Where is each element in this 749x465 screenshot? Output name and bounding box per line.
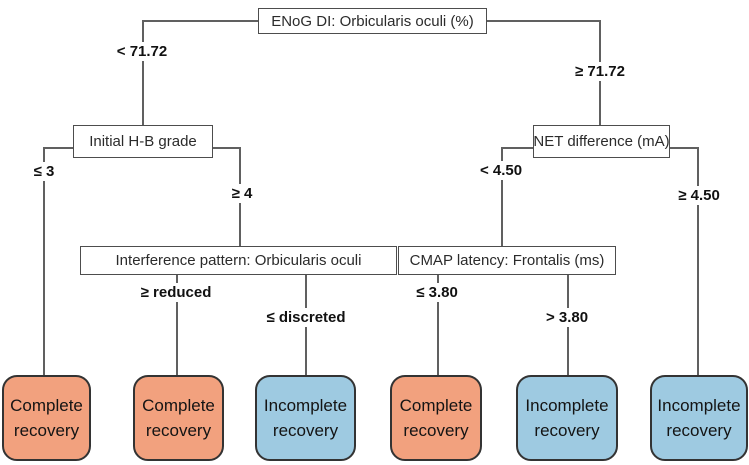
node-net-difference: NET difference (mA) (533, 125, 670, 158)
leaf-complete-recovery-1: Complete recovery (2, 375, 91, 461)
node-cmap-latency: CMAP latency: Frontalis (ms) (398, 246, 616, 275)
connector-net-left-horizontal (502, 147, 534, 149)
leaf-incomplete-recovery-2: Incomplete recovery (516, 375, 618, 461)
leaf-incomplete-recovery-3: Incomplete recovery (650, 375, 748, 461)
branch-label-interference-left: ≥ reduced (135, 283, 217, 302)
node-interference-pattern: Interference pattern: Orbicularis oculi (80, 246, 397, 275)
node-initial-hb-grade: Initial H-B grade (73, 125, 213, 158)
connector-root-left-horizontal (143, 20, 259, 22)
branch-label-hb-left: ≤ 3 (28, 162, 60, 181)
leaf-incomplete-recovery-1: Incomplete recovery (255, 375, 356, 461)
leaf-complete-recovery-2: Complete recovery (133, 375, 224, 461)
connector-hb-left-horizontal (44, 147, 74, 149)
branch-label-root-left: < 71.72 (111, 42, 173, 61)
branch-label-root-right: ≥ 71.72 (570, 62, 630, 81)
node-enog-di: ENoG DI: Orbicularis oculi (%) (258, 8, 487, 34)
connector-hb-left-vertical (43, 147, 45, 377)
connector-net-right-horizontal (669, 147, 698, 149)
connector-interference-left-vertical (176, 274, 178, 377)
connector-cmap-left-vertical (437, 274, 439, 377)
leaf-complete-recovery-3: Complete recovery (390, 375, 482, 461)
connector-root-left-vertical (142, 20, 144, 125)
connector-net-left-vertical (501, 147, 503, 246)
branch-label-net-right: ≥ 4.50 (673, 186, 725, 205)
branch-label-cmap-left: ≤ 3.80 (411, 283, 463, 302)
branch-label-cmap-right: > 3.80 (540, 308, 594, 327)
connector-hb-right-horizontal (212, 147, 240, 149)
connector-net-right-vertical (697, 147, 699, 377)
branch-label-hb-right: ≥ 4 (226, 184, 258, 203)
connector-root-right-horizontal (486, 20, 600, 22)
branch-label-interference-right: ≤ discreted (261, 308, 351, 327)
branch-label-net-left: < 4.50 (474, 161, 528, 180)
